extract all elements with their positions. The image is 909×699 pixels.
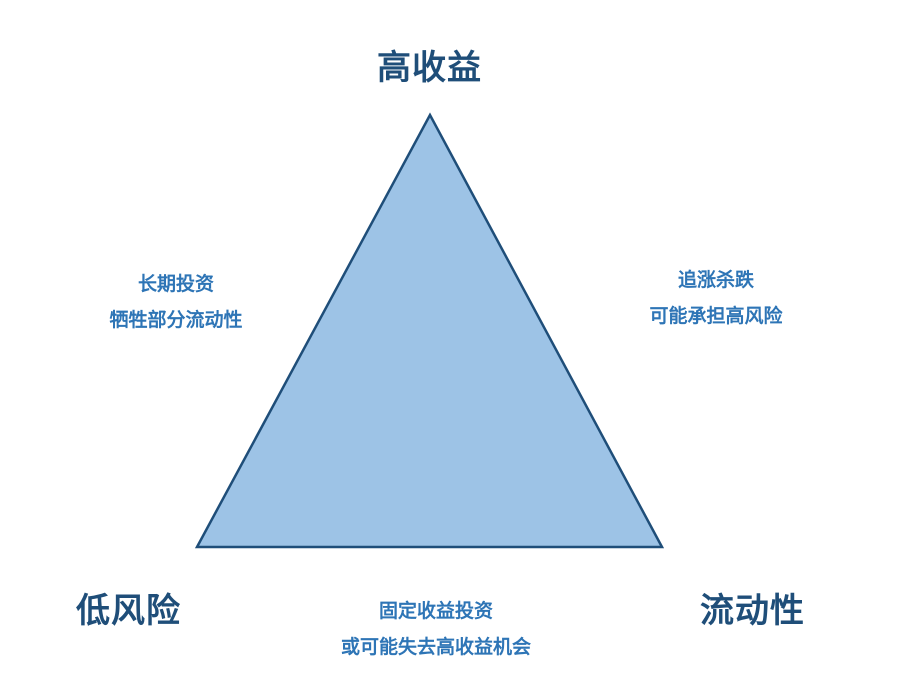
vertex-label-liquidity: 流动性 [700, 591, 805, 631]
edge-note-bottom-line-2: 或可能失去高收益机会 [340, 636, 531, 658]
triangle-shape [194, 112, 665, 549]
edge-note-bottom: 固定收益投资 或可能失去高收益机会 [326, 593, 546, 665]
edge-note-left-line-1: 长期投资 [137, 273, 214, 295]
vertex-label-low-risk: 低风险 [76, 591, 181, 631]
edge-note-bottom-line-1: 固定收益投资 [378, 600, 493, 622]
edge-note-right-line-2: 可能承担高风险 [649, 305, 783, 327]
edge-note-left-line-2: 牺牲部分流动性 [109, 309, 243, 331]
edge-note-right: 追涨杀跌 可能承担高风险 [636, 262, 796, 334]
vertex-label-high-return: 高收益 [377, 48, 482, 88]
edge-note-right-line-1: 追涨杀跌 [677, 269, 754, 291]
edge-note-left: 长期投资 牺牲部分流动性 [100, 266, 252, 338]
